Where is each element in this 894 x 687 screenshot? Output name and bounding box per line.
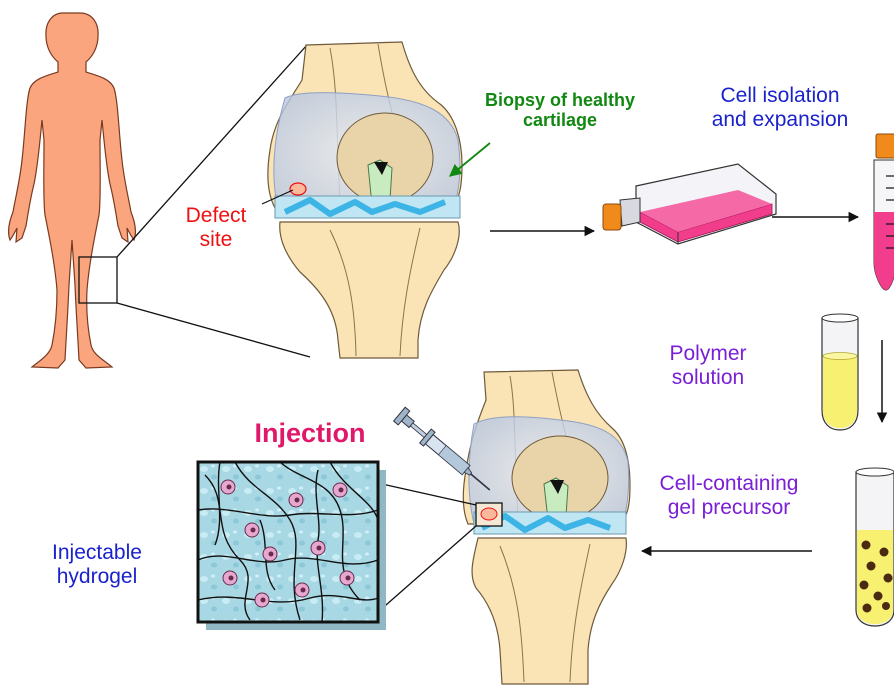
injectable-hydrogel-line-2: hydrogel (32, 565, 162, 589)
defect-circle (290, 183, 306, 195)
hydrogel-zoom-line-top (382, 484, 476, 505)
knee-joint-top (268, 42, 462, 358)
culture-flask (603, 164, 776, 244)
polymer-solution-label: Polymer solution (658, 342, 758, 389)
cell-containing-line-2: gel precursor (634, 496, 824, 520)
biopsy-label: Biopsy of healthy cartilage (450, 90, 670, 130)
biopsy-line-1: Biopsy of healthy (450, 90, 670, 110)
defect-site-line-1: Defect (170, 204, 262, 228)
cell-isolation-line-2: and expansion (694, 108, 866, 132)
injection-label: Injection (250, 418, 370, 448)
hydrogel-inset (198, 462, 386, 630)
polymer-tube (822, 314, 858, 430)
human-figure (9, 13, 136, 368)
biopsy-line-2: cartilage (450, 110, 670, 130)
polymer-solution-line-1: Polymer (658, 342, 758, 366)
cell-isolation-label: Cell isolation and expansion (694, 84, 866, 131)
centrifuge-tube (874, 134, 894, 290)
knee-joint-bottom (463, 370, 630, 684)
cell-isolation-line-1: Cell isolation (694, 84, 866, 108)
zoom-line-bottom (117, 303, 310, 357)
defect-site-line-2: site (170, 228, 262, 252)
injectable-hydrogel-line-1: Injectable (32, 541, 162, 565)
injectable-hydrogel-label: Injectable hydrogel (32, 541, 162, 588)
defect-site-label: Defect site (170, 204, 262, 251)
polymer-solution-line-2: solution (658, 366, 758, 390)
cell-containing-line-1: Cell-containing (634, 472, 824, 496)
cell-containing-label: Cell-containing gel precursor (634, 472, 824, 519)
hydrogel-zoom-line-bottom (378, 526, 476, 612)
cell-tube (856, 468, 894, 626)
